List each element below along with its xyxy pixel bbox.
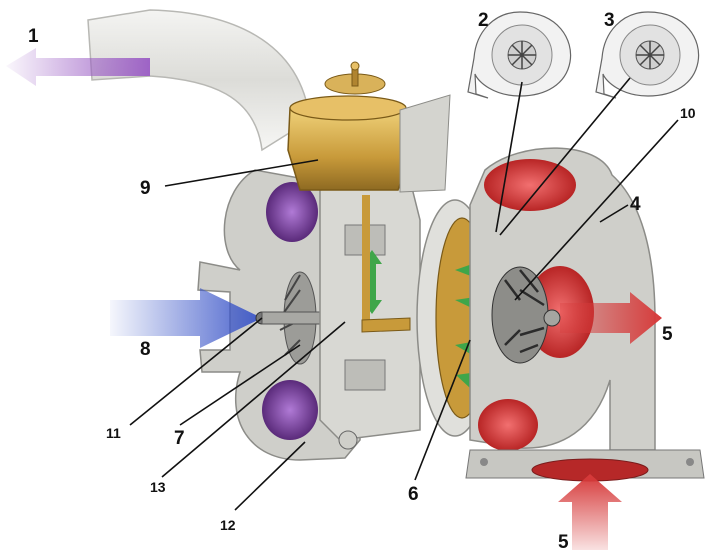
wheel-sketch-3 <box>595 11 700 99</box>
label-10: 10 <box>680 105 696 121</box>
label-7: 7 <box>174 428 185 449</box>
leader-6 <box>414 339 471 481</box>
label-5-right: 5 <box>662 324 673 345</box>
compressed-air-arrow <box>6 48 150 86</box>
leader-2 <box>495 81 523 233</box>
label-4: 4 <box>630 194 641 215</box>
compressor-outlet-pipe <box>87 9 311 152</box>
leader-11 <box>129 317 263 426</box>
leader-12 <box>234 441 306 511</box>
label-9: 9 <box>140 178 151 199</box>
leader-3 <box>499 77 631 236</box>
wastegate-actuator <box>287 61 451 193</box>
turbine-wheel <box>491 266 561 364</box>
leader-lines <box>129 77 679 511</box>
label-12: 12 <box>220 517 236 533</box>
leader-10 <box>514 119 679 301</box>
label-3: 3 <box>604 10 615 31</box>
leader-9 <box>164 159 319 187</box>
exhaust-in-arrow <box>558 474 622 550</box>
label-6: 6 <box>408 484 419 505</box>
leader-7 <box>179 344 301 426</box>
leader-4 <box>599 204 629 223</box>
label-5-bottom: 5 <box>558 532 569 553</box>
leader-13 <box>161 321 346 478</box>
wheel-sketch-2 <box>467 11 572 99</box>
exhaust-out-arrow <box>560 292 662 344</box>
label-8: 8 <box>140 339 151 360</box>
label-1: 1 <box>28 26 39 47</box>
label-11: 11 <box>106 425 121 441</box>
label-2: 2 <box>478 10 489 31</box>
label-13: 13 <box>150 479 166 495</box>
exhaust-inlet-flange <box>465 449 705 482</box>
intake-air-arrow <box>110 288 262 348</box>
bearing-housing <box>319 179 421 450</box>
